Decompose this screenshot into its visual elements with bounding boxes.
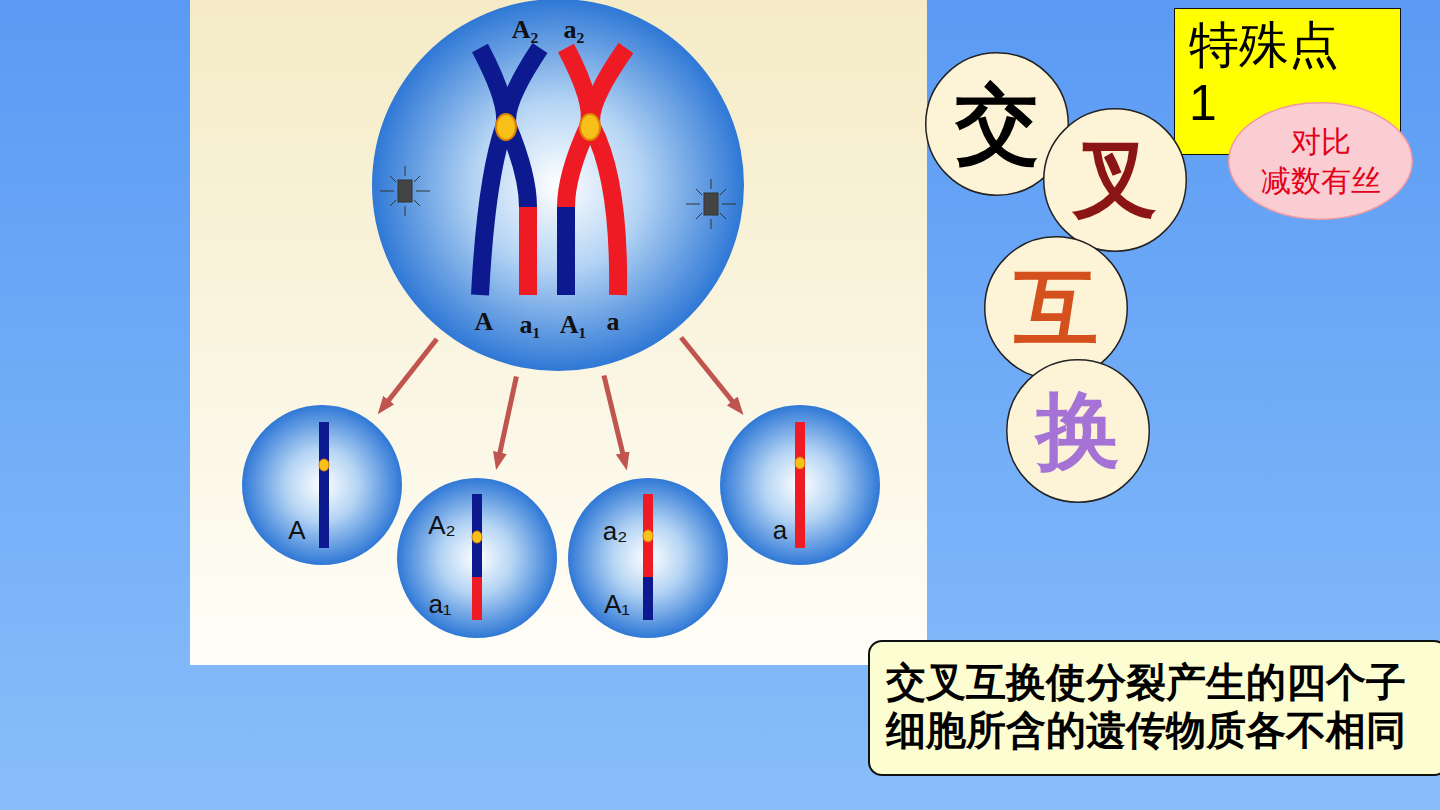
division-arrow: [681, 338, 733, 403]
title-char-text: 互: [1014, 266, 1098, 350]
cell-shape: [568, 478, 728, 638]
allele-label: a₂: [603, 516, 628, 547]
allele-label: A₂: [428, 510, 455, 541]
allele-label: a: [773, 515, 787, 546]
note-bubble-shape: [1229, 103, 1413, 220]
summary-box: 交叉互换使分裂产生的四个子 细胞所含的遗传物质各不相同: [868, 640, 1440, 776]
title-char: 换: [1006, 359, 1150, 503]
tag-box-text: 特殊点 1: [1189, 17, 1364, 132]
cell-shape: [720, 405, 880, 565]
title-char-shape: [1007, 360, 1150, 503]
cell-outline: [397, 478, 557, 638]
allele-label: a: [607, 307, 620, 337]
cell: a₂ A₁: [568, 478, 728, 638]
title-char-text: 叉: [1073, 138, 1157, 222]
allele-label: A₁: [604, 589, 630, 620]
chromosome-figure: [795, 422, 805, 548]
cell: a: [720, 405, 880, 565]
allele-label: A: [288, 515, 305, 546]
summary-box-text: 交叉互换使分裂产生的四个子 细胞所含的遗传物质各不相同: [886, 658, 1431, 754]
allele-label: a₂: [564, 15, 585, 45]
chromosome-figure: [380, 48, 736, 295]
division-arrow: [388, 339, 437, 402]
cell-shape: [372, 0, 744, 371]
cell: A₂ a₁: [397, 478, 557, 638]
title-char: 叉: [1043, 108, 1187, 252]
chromosome-figure: [643, 494, 653, 620]
cell-outline: [568, 478, 728, 638]
allele-label: a₁: [520, 310, 541, 340]
allele-label: A₂: [512, 15, 539, 45]
division-arrow: [604, 376, 623, 455]
cell-outline: [242, 405, 402, 565]
title-char-text: 交: [955, 82, 1039, 166]
title-char: 互: [984, 236, 1128, 380]
title-char-shape: [1044, 109, 1187, 252]
allele-label: A₁: [560, 310, 587, 340]
chromosome-figure: [472, 494, 482, 620]
note-bubble-outline: [1228, 102, 1413, 220]
cell: A: [242, 405, 402, 565]
allele-label: a₁: [428, 589, 451, 620]
cell-outline: [720, 405, 880, 565]
cell: A₂ a₂ Aa₁ A₁ a: [372, 0, 744, 371]
chromosome-figure: [319, 422, 329, 548]
title-char-shape: [985, 237, 1128, 380]
cell-outline: [372, 0, 744, 371]
cell-shape: [397, 478, 557, 638]
cell-shape: [242, 405, 402, 565]
note-bubble-text: 对比 减数有丝: [1251, 122, 1391, 200]
allele-label: A: [475, 307, 494, 337]
division-arrow: [499, 377, 516, 455]
title-char-text: 换: [1036, 389, 1120, 473]
note-bubble: 对比 减数有丝: [1228, 102, 1413, 220]
